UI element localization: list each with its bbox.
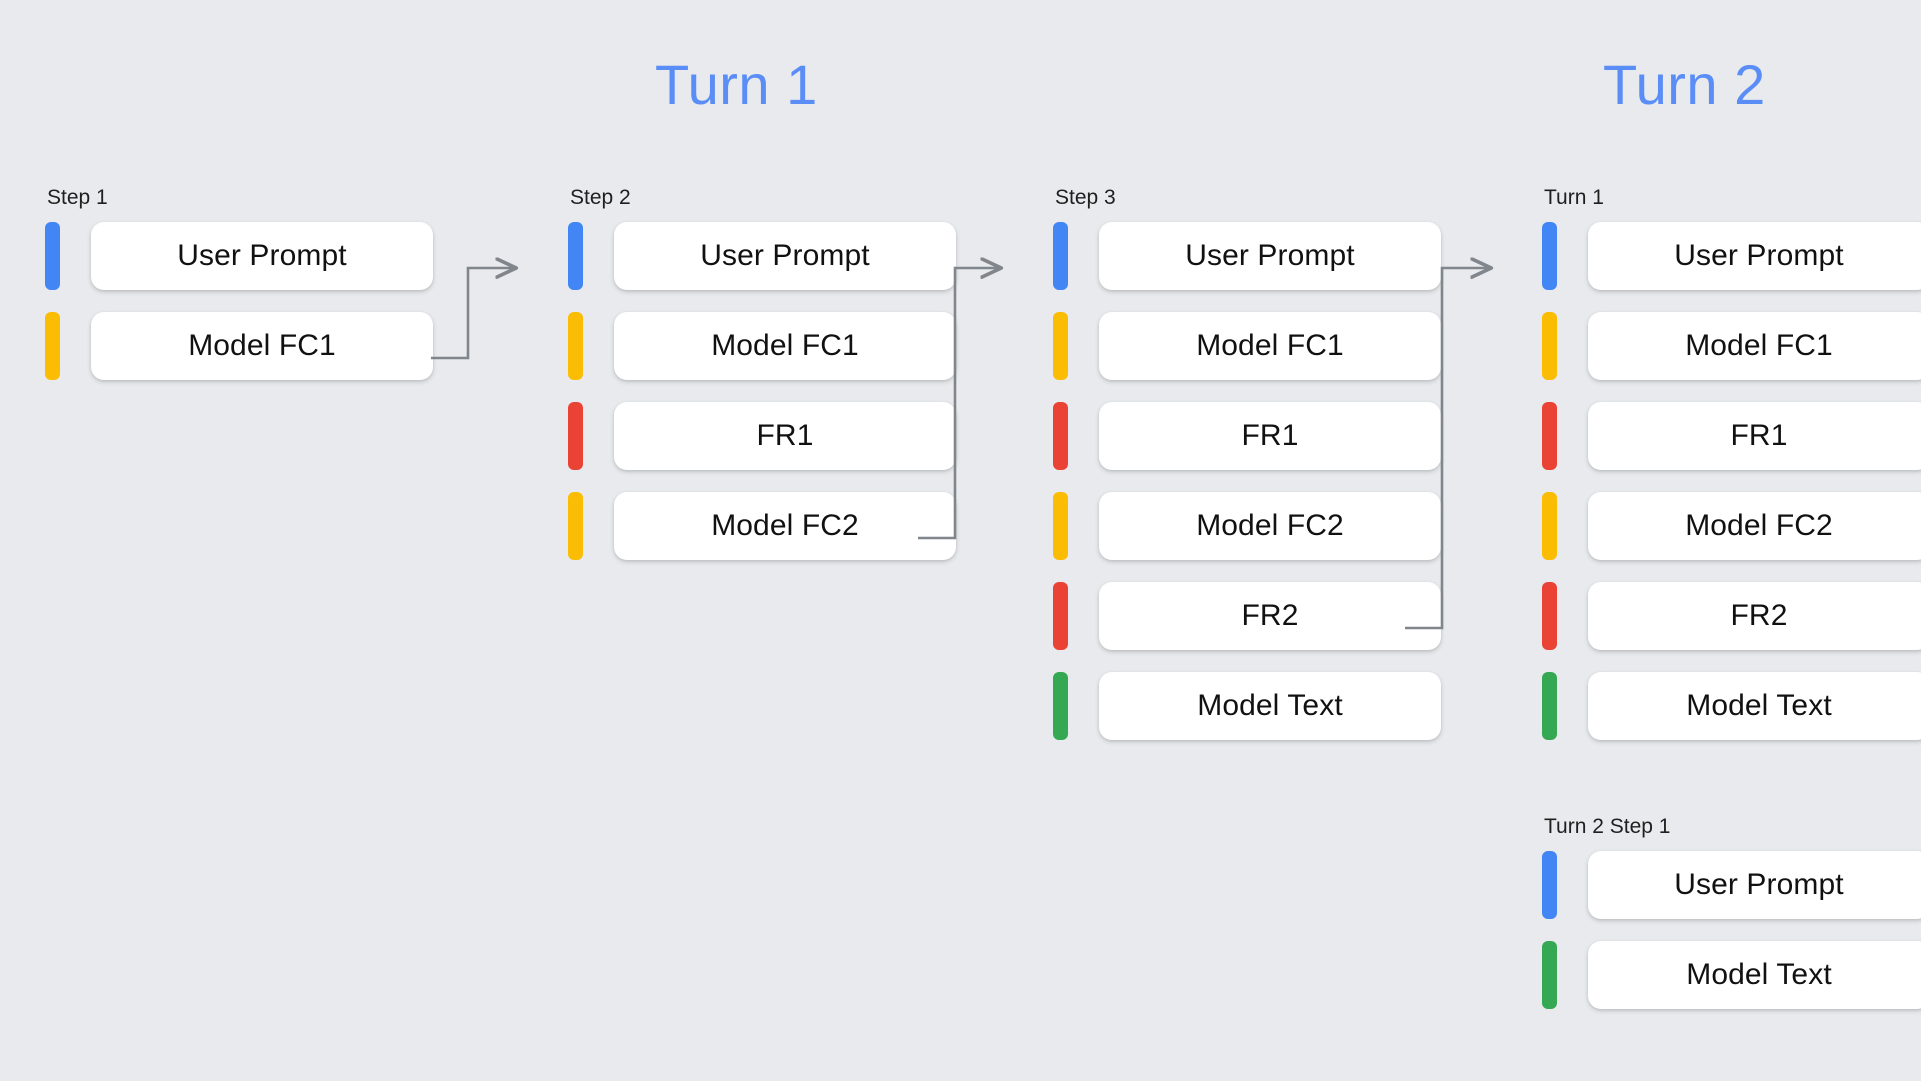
- card-model-text[interactable]: Model Text: [1099, 672, 1441, 740]
- card-fr1[interactable]: FR1: [1588, 402, 1921, 470]
- list-item[interactable]: FR1: [1542, 402, 1921, 470]
- connector-step1-to-step2: [431, 268, 515, 360]
- card-user-prompt[interactable]: User Prompt: [1588, 222, 1921, 290]
- column-step-1: Step 1 User Prompt Model FC1: [45, 186, 433, 380]
- card-label: User Prompt: [177, 239, 347, 272]
- list-item[interactable]: User Prompt: [568, 222, 956, 290]
- card-model-text[interactable]: Model Text: [1588, 672, 1921, 740]
- card-label: Model Text: [1686, 958, 1832, 991]
- list-item[interactable]: Model FC1: [568, 312, 956, 380]
- list-item[interactable]: Model FC1: [1053, 312, 1441, 380]
- color-bar-function-response: [1053, 582, 1068, 650]
- rows-step-1: User Prompt Model FC1: [45, 222, 433, 380]
- list-item[interactable]: FR1: [568, 402, 956, 470]
- color-bar-model-text: [1542, 941, 1557, 1009]
- card-model-text[interactable]: Model Text: [1588, 941, 1921, 1009]
- card-label: User Prompt: [1674, 868, 1844, 901]
- list-item[interactable]: Model Text: [1542, 672, 1921, 740]
- list-item[interactable]: Model FC1: [1542, 312, 1921, 380]
- rows-step-2: User Prompt Model FC1 FR1 Model FC2: [568, 222, 956, 560]
- list-item[interactable]: FR1: [1053, 402, 1441, 470]
- color-bar-user-prompt: [1053, 222, 1068, 290]
- card-label: FR1: [1241, 419, 1299, 452]
- card-fr1[interactable]: FR1: [1099, 402, 1441, 470]
- card-fr1[interactable]: FR1: [614, 402, 956, 470]
- list-item[interactable]: Model FC2: [1542, 492, 1921, 560]
- turn-2-title: Turn 2: [1603, 53, 1766, 116]
- column-label-step-1: Step 1: [47, 186, 108, 209]
- list-item[interactable]: User Prompt: [1542, 851, 1921, 919]
- column-label-step-3: Step 3: [1055, 186, 1116, 209]
- card-label: Model FC1: [188, 329, 336, 362]
- card-label: Model FC1: [1685, 329, 1833, 362]
- card-model-fc1[interactable]: Model FC1: [614, 312, 956, 380]
- card-label: User Prompt: [700, 239, 870, 272]
- color-bar-model-function-call: [1542, 492, 1557, 560]
- list-item[interactable]: Model Text: [1053, 672, 1441, 740]
- card-model-fc1[interactable]: Model FC1: [1099, 312, 1441, 380]
- column-step-3: Step 3 User Prompt Model FC1 FR1 Model F…: [1053, 186, 1441, 740]
- column-label-turn-2-step-1: Turn 2 Step 1: [1544, 815, 1671, 838]
- color-bar-model-function-call: [1053, 312, 1068, 380]
- color-bar-user-prompt: [1542, 222, 1557, 290]
- rows-turn-2-step-1: User Prompt Model Text: [1542, 851, 1921, 1009]
- list-item[interactable]: FR2: [1542, 582, 1921, 650]
- list-item[interactable]: User Prompt: [1053, 222, 1441, 290]
- card-user-prompt[interactable]: User Prompt: [614, 222, 956, 290]
- card-fr2[interactable]: FR2: [1588, 582, 1921, 650]
- card-label: Model FC1: [711, 329, 859, 362]
- color-bar-user-prompt: [1542, 851, 1557, 919]
- turn-1-title: Turn 1: [655, 53, 818, 116]
- card-label: Model FC2: [1685, 509, 1833, 542]
- color-bar-model-function-call: [1053, 492, 1068, 560]
- card-model-fc2[interactable]: Model FC2: [1099, 492, 1441, 560]
- card-model-fc2[interactable]: Model FC2: [1588, 492, 1921, 560]
- card-user-prompt[interactable]: User Prompt: [1588, 851, 1921, 919]
- card-label: User Prompt: [1674, 239, 1844, 272]
- list-item[interactable]: Model FC1: [45, 312, 433, 380]
- card-model-fc2[interactable]: Model FC2: [614, 492, 956, 560]
- color-bar-model-function-call: [45, 312, 60, 380]
- column-turn-2-step-1: Turn 2 Step 1 User Prompt Model Text: [1542, 815, 1921, 1009]
- column-step-2: Step 2 User Prompt Model FC1 FR1 Model F…: [568, 186, 956, 560]
- list-item[interactable]: User Prompt: [1542, 222, 1921, 290]
- column-label-step-2: Step 2: [570, 186, 631, 209]
- list-item[interactable]: User Prompt: [45, 222, 433, 290]
- card-label: Model FC2: [711, 509, 859, 542]
- card-label: Model FC1: [1196, 329, 1344, 362]
- card-model-fc1[interactable]: Model FC1: [1588, 312, 1921, 380]
- color-bar-user-prompt: [568, 222, 583, 290]
- card-user-prompt[interactable]: User Prompt: [91, 222, 433, 290]
- color-bar-user-prompt: [45, 222, 60, 290]
- color-bar-model-function-call: [1542, 312, 1557, 380]
- color-bar-model-function-call: [568, 312, 583, 380]
- color-bar-model-text: [1542, 672, 1557, 740]
- list-item[interactable]: Model Text: [1542, 941, 1921, 1009]
- color-bar-function-response: [1542, 582, 1557, 650]
- card-label: Model FC2: [1196, 509, 1344, 542]
- card-label: FR2: [1241, 599, 1299, 632]
- color-bar-function-response: [1542, 402, 1557, 470]
- list-item[interactable]: Model FC2: [568, 492, 956, 560]
- card-fr2[interactable]: FR2: [1099, 582, 1441, 650]
- card-label: FR1: [756, 419, 814, 452]
- rows-turn-1: User Prompt Model FC1 FR1 Model FC2 FR2: [1542, 222, 1921, 740]
- color-bar-function-response: [1053, 402, 1068, 470]
- card-label: User Prompt: [1185, 239, 1355, 272]
- color-bar-model-text: [1053, 672, 1068, 740]
- list-item[interactable]: Model FC2: [1053, 492, 1441, 560]
- card-label: FR1: [1730, 419, 1788, 452]
- card-label: Model Text: [1197, 689, 1343, 722]
- column-turn-1: Turn 1 User Prompt Model FC1 FR1 Model F…: [1542, 186, 1921, 740]
- color-bar-function-response: [568, 402, 583, 470]
- card-model-fc1[interactable]: Model FC1: [91, 312, 433, 380]
- color-bar-model-function-call: [568, 492, 583, 560]
- card-user-prompt[interactable]: User Prompt: [1099, 222, 1441, 290]
- card-label: Model Text: [1686, 689, 1832, 722]
- rows-step-3: User Prompt Model FC1 FR1 Model FC2 FR2: [1053, 222, 1441, 740]
- column-label-turn-1: Turn 1: [1544, 186, 1604, 209]
- card-label: FR2: [1730, 599, 1788, 632]
- list-item[interactable]: FR2: [1053, 582, 1441, 650]
